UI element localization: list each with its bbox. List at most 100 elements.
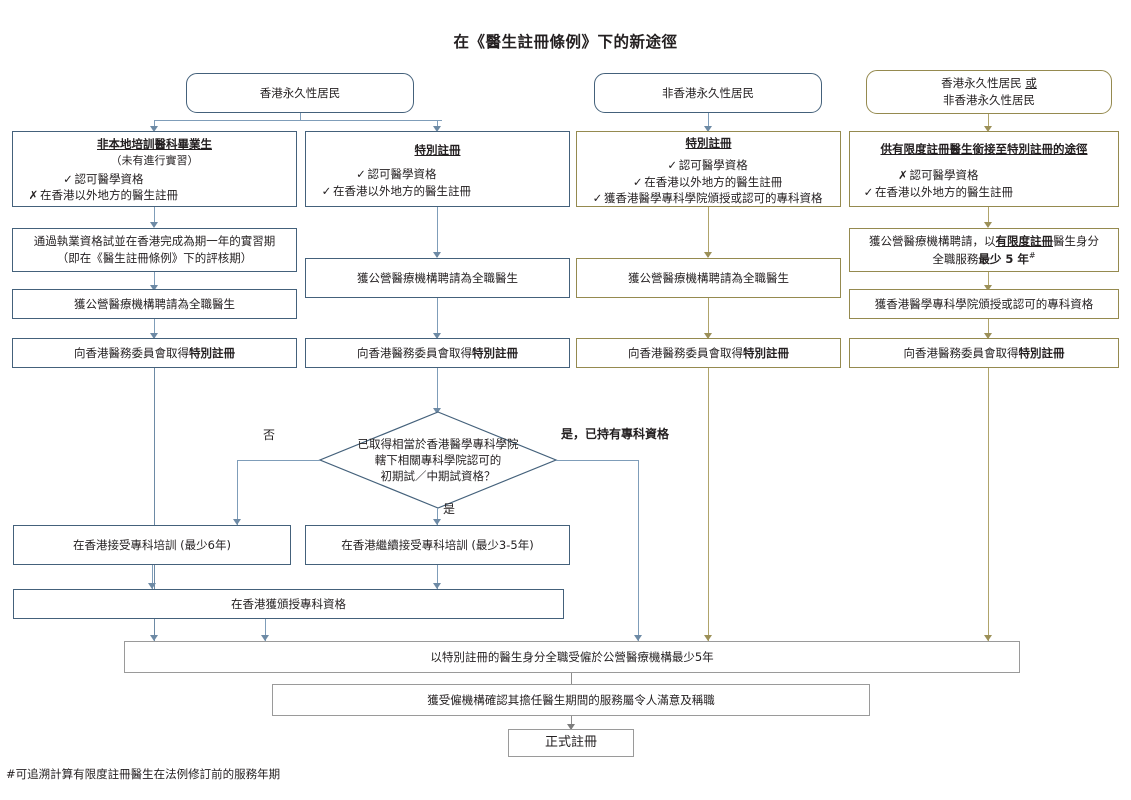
- step-specialist-training-hk[interactable]: 在香港接受專科培訓 (最少6年): [13, 525, 291, 565]
- connector-seg: [708, 113, 710, 130]
- connector-seg: [154, 120, 156, 130]
- arrow-head: [433, 333, 441, 339]
- connector-seg: [265, 619, 267, 643]
- arrow-head: [984, 635, 992, 641]
- step-text: 獲公營醫療機構聘請為全職醫生: [357, 270, 518, 285]
- arrow-head: [704, 333, 712, 339]
- connector-seg: [154, 319, 156, 338]
- check-icon: ✓: [356, 167, 366, 182]
- step-text: 在香港接受專科培訓 (最少6年): [73, 537, 231, 552]
- criteria-text: 認可醫學資格: [74, 171, 144, 186]
- arrow-head: [148, 583, 156, 589]
- node-non-hk-permanent-resident[interactable]: 非香港永久性居民: [594, 73, 822, 113]
- step-obtain-special-registration-col2[interactable]: 向香港醫務委員會取得特別註冊: [305, 338, 570, 368]
- decision-line3: 初期試／中期試資格？: [380, 469, 496, 484]
- arrow-head: [704, 126, 712, 132]
- criteria-item: ✓獲香港醫學專科學院頒授或認可的專科資格: [591, 190, 823, 207]
- step-employed-full-time-public-col1[interactable]: 獲公營醫療機構聘請為全職醫生: [12, 289, 297, 319]
- node-hk-or-non-hk-permanent-resident[interactable]: 香港永久性居民 或 非香港永久性居民: [866, 70, 1112, 114]
- step-text-line2: 全職服務最少 5 年#: [932, 250, 1036, 266]
- step-text: 獲公營醫療機構聘請為全職醫生: [628, 270, 789, 285]
- step-text: 向香港醫務委員會取得特別註冊: [357, 345, 518, 360]
- check-icon: ✓: [592, 191, 603, 206]
- step-specialist-qualification-hkam[interactable]: 獲香港醫學專科學院頒授或認可的專科資格: [849, 289, 1119, 319]
- connector-seg: [154, 207, 156, 226]
- step-continue-specialist-training-hk[interactable]: 在香港繼續接受專科培訓 (最少3-5年): [305, 525, 570, 565]
- connector-seg: [571, 673, 573, 693]
- arrow-head: [704, 252, 712, 258]
- criteria-text: 認可醫學資格: [367, 167, 437, 182]
- card-non-locally-trained-graduate[interactable]: 非本地培訓醫科畢業生 （未有進行實習） ✓認可醫學資格 ✗在香港以外地方的醫生註…: [12, 131, 297, 207]
- step-obtain-special-registration-col1[interactable]: 向香港醫務委員會取得特別註冊: [12, 338, 297, 368]
- arrow-head: [704, 635, 712, 641]
- connector-seg: [988, 319, 990, 338]
- card-special-registration-specialist[interactable]: 特別註冊 ✓認可醫學資格 ✓在香港以外地方的醫生註冊 ✓獲香港醫學專科學院頒授或…: [576, 131, 841, 207]
- connector-seg: [556, 460, 639, 462]
- card-header: 特別註冊: [685, 136, 732, 151]
- card-header: 特別註冊: [414, 143, 461, 158]
- step-text: 在香港繼續接受專科培訓 (最少3-5年): [341, 537, 534, 552]
- step-text: 向香港醫務委員會取得特別註冊: [903, 345, 1065, 360]
- step-text-line2: （即在《醫生註冊條例》下的評核期）: [56, 251, 253, 265]
- step-awarded-specialist-qualification-hk[interactable]: 在香港獲頒授專科資格: [13, 589, 564, 619]
- connector-seg: [708, 207, 710, 257]
- step-serve-public-5-years[interactable]: 以特別註冊的醫生身分全職受僱於公營醫療機構最少5年: [124, 641, 1020, 673]
- arrow-head: [433, 519, 441, 525]
- step-full-registration[interactable]: 正式註冊: [508, 729, 634, 757]
- criteria-item: ✗認可醫學資格: [862, 167, 1013, 184]
- connector-seg: [237, 460, 320, 462]
- step-employed-full-time-public-col2[interactable]: 獲公營醫療機構聘請為全職醫生: [305, 258, 570, 298]
- connector-seg: [437, 298, 439, 338]
- step-licensing-exam-internship[interactable]: 通過執業資格試並在香港完成為期一年的實習期 （即在《醫生註冊條例》下的評核期）: [12, 228, 297, 272]
- step-text: 獲公營醫療機構聘請為全職醫生: [74, 296, 235, 311]
- criteria-item: ✓在香港以外地方的醫生註冊: [862, 184, 1013, 201]
- node-label-line2: 非香港永久性居民: [943, 93, 1035, 107]
- decision-line1: 已取得相當於香港醫學專科學院: [357, 436, 519, 451]
- criteria-text: 認可醫學資格: [678, 157, 748, 172]
- connector-seg: [154, 272, 156, 290]
- node-hk-permanent-resident[interactable]: 香港永久性居民: [186, 73, 414, 113]
- node-label: 非香港永久性居民: [662, 85, 754, 100]
- check-icon: ✓: [632, 174, 643, 189]
- criteria-item: ✓認可醫學資格: [320, 166, 471, 183]
- page-title: 在《醫生註冊條例》下的新途徑: [453, 33, 678, 51]
- check-icon: ✓: [321, 183, 332, 198]
- arrow-head: [984, 222, 992, 228]
- step-limited-registration-service[interactable]: 獲公營醫療機構聘請，以有限度註冊醫生身分 全職服務最少 5 年#: [849, 228, 1119, 272]
- limited-registration-underline: 有限度註冊: [995, 233, 1054, 248]
- arrow-head: [233, 519, 241, 525]
- step-obtain-special-registration-col4[interactable]: 向香港醫務委員會取得特別註冊: [849, 338, 1119, 368]
- connector-seg: [708, 368, 710, 643]
- cross-icon: ✗: [28, 188, 39, 203]
- footnote-marker: #: [1028, 250, 1036, 260]
- card-limited-registration-pathway[interactable]: 供有限度註冊醫生銜接至特別註冊的途徑 ✗認可醫學資格 ✓在香港以外地方的醫生註冊: [849, 131, 1119, 207]
- criteria-item: ✓在香港以外地方的醫生註冊: [320, 183, 471, 200]
- footnote: #可追溯計算有限度註冊醫生在法例修訂前的服務年期: [6, 767, 281, 781]
- connector-seg: [152, 565, 154, 589]
- criteria-item: ✓認可醫學資格: [591, 157, 823, 174]
- arrow-head: [261, 635, 269, 641]
- step-obtain-special-registration-col3[interactable]: 向香港醫務委員會取得特別註冊: [576, 338, 841, 368]
- connector-seg: [437, 207, 439, 257]
- step-employer-confirms-satisfactory[interactable]: 獲受僱機構確認其擔任醫生期間的服務屬令人滿意及稱職: [272, 684, 870, 716]
- connector-seg: [708, 298, 710, 338]
- connector-seg: [988, 114, 990, 130]
- card-special-registration[interactable]: 特別註冊 ✓認可醫學資格 ✓在香港以外地方的醫生註冊: [305, 131, 570, 207]
- connector-seg: [154, 368, 156, 643]
- card-header: 供有限度註冊醫生銜接至特別註冊的途徑: [880, 142, 1088, 157]
- criteria-item: ✓在香港以外地方的醫生註冊: [591, 174, 823, 191]
- check-icon: ✓: [863, 184, 874, 199]
- criteria-text: 在香港以外地方的醫生註冊: [333, 183, 471, 198]
- connector-seg: [638, 460, 640, 643]
- arrow-head: [433, 126, 441, 132]
- arrow-head: [634, 635, 642, 641]
- connector-seg: [988, 207, 990, 226]
- connector-seg: [154, 120, 442, 122]
- card-header: 非本地培訓醫科畢業生: [97, 137, 212, 152]
- check-icon: ✓: [667, 157, 678, 172]
- arrow-head: [150, 126, 158, 132]
- arrow-head: [984, 285, 992, 291]
- step-employed-full-time-public-col3[interactable]: 獲公營醫療機構聘請為全職醫生: [576, 258, 841, 298]
- arrow-head: [433, 583, 441, 589]
